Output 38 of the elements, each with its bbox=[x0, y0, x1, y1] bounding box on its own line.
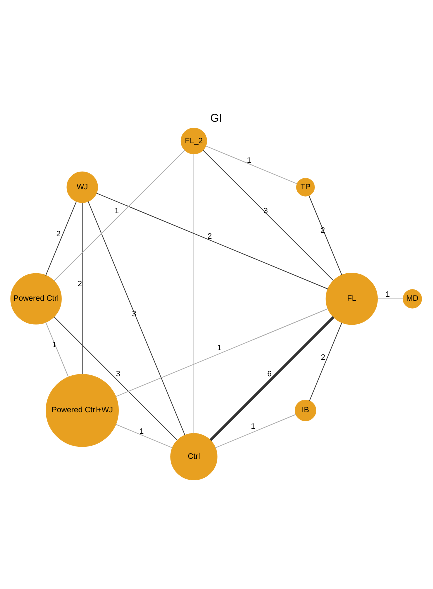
connector bbox=[116, 308, 328, 397]
connector bbox=[308, 194, 342, 276]
connector bbox=[54, 316, 178, 440]
edge-label: 1 bbox=[251, 422, 256, 431]
connector bbox=[54, 150, 186, 282]
edge-label: 1 bbox=[140, 426, 144, 436]
connector bbox=[206, 145, 298, 184]
connector bbox=[116, 424, 173, 448]
edge-label: 1 bbox=[247, 155, 252, 164]
edge-label: 2 bbox=[56, 229, 61, 238]
node-circle: Powered Ctrl bbox=[10, 272, 62, 324]
connector bbox=[46, 322, 69, 377]
connector bbox=[46, 201, 77, 276]
connector bbox=[215, 414, 296, 448]
connector bbox=[210, 316, 335, 441]
connector bbox=[96, 192, 328, 290]
diagram-title: GI bbox=[210, 112, 223, 124]
connector bbox=[88, 200, 186, 436]
connector bbox=[203, 150, 334, 281]
edge-label: 1 bbox=[386, 289, 390, 298]
edge-label: 6 bbox=[267, 369, 272, 378]
connector bbox=[309, 322, 342, 401]
edge-label: 1 bbox=[114, 206, 120, 216]
node-circle: Ctrl bbox=[170, 432, 218, 480]
node-circle: FL_2 bbox=[180, 128, 208, 154]
node-circle: MD bbox=[403, 289, 422, 308]
connector bbox=[377, 298, 404, 299]
node-circle: FL bbox=[326, 272, 378, 325]
edge-label: 2 bbox=[78, 278, 82, 288]
edge-label: 1 bbox=[52, 340, 57, 349]
node-circle: IB bbox=[295, 400, 316, 421]
node-circle: WJ bbox=[66, 171, 98, 203]
edge-label: 3 bbox=[264, 206, 268, 215]
edge-label: 2 bbox=[321, 352, 326, 362]
edge-label: 2 bbox=[208, 232, 212, 241]
node-circle: TP bbox=[296, 178, 315, 196]
connector bbox=[82, 202, 83, 374]
edge-label: 1 bbox=[217, 343, 222, 352]
